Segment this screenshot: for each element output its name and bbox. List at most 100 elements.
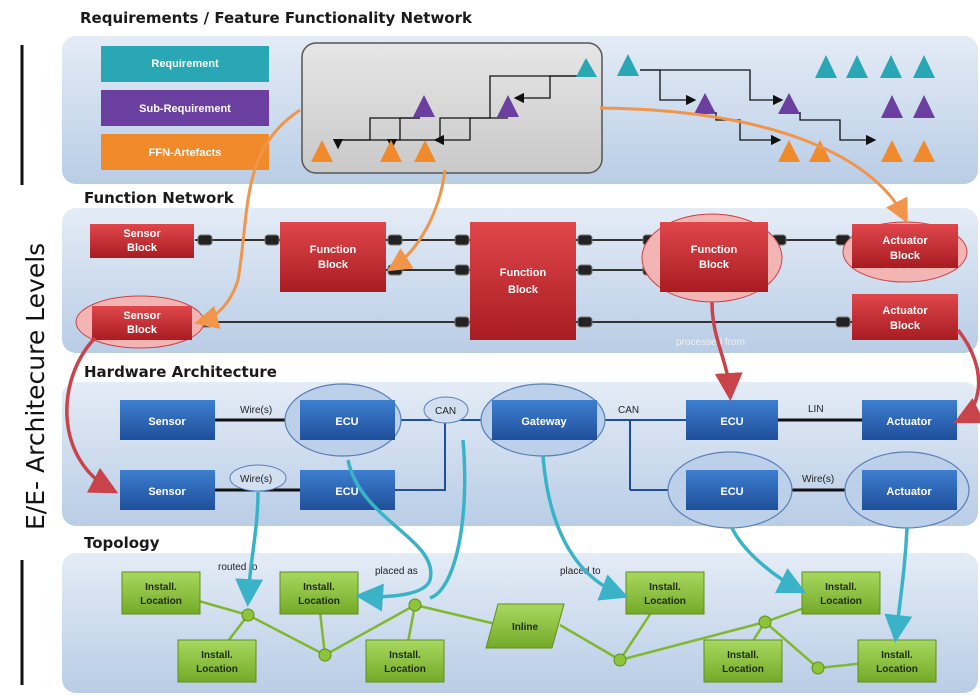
sub-requirement-triangle	[413, 95, 435, 117]
install-location-5: Install. Location	[625, 571, 705, 615]
svg-text:Block: Block	[699, 259, 730, 271]
legend-ffn-artefacts-label: FFN-Artefacts	[149, 147, 222, 159]
ffn-triangle	[809, 140, 831, 162]
requirement-triangle	[815, 55, 837, 78]
svg-text:Block: Block	[508, 284, 539, 296]
processed-from-label: processed from	[676, 337, 745, 348]
hw-ecu-4: ECU	[686, 470, 778, 510]
svg-text:Block: Block	[127, 324, 158, 336]
ffn-triangle	[380, 140, 402, 162]
svg-text:Actuator: Actuator	[882, 305, 928, 317]
install-location-6: Install. Location	[801, 571, 881, 615]
svg-text:Function: Function	[310, 244, 357, 256]
svg-text:Install.: Install.	[303, 582, 335, 593]
red-mapping-arrows	[65, 301, 980, 494]
can-label-bubble	[423, 396, 469, 424]
svg-text:Location: Location	[722, 664, 764, 675]
svg-text:Function: Function	[691, 244, 738, 256]
svg-text:Sensor: Sensor	[123, 228, 161, 240]
ffn-triangle	[311, 140, 333, 162]
hw-ecu-3: ECU	[686, 400, 778, 440]
ffn-triangle	[778, 140, 800, 162]
wires-label-2: Wire(s)	[240, 474, 272, 485]
requirement-triangle	[846, 55, 868, 78]
hw-ecu-2: ECU	[300, 470, 395, 510]
ffn-triangle	[881, 140, 903, 162]
level-title-requirements: Requirements / Feature Functionality Net…	[80, 9, 473, 27]
ffn-triangle	[414, 140, 436, 162]
orange-mapping-arrows	[194, 106, 908, 329]
requirement-triangle	[880, 55, 902, 78]
svg-text:Install.: Install.	[389, 650, 421, 661]
svg-text:Actuator: Actuator	[886, 486, 932, 498]
sub-requirement-triangle	[694, 93, 716, 114]
requirement-triangle	[576, 58, 597, 77]
svg-text:Block: Block	[890, 250, 921, 262]
install-location-1: Install. Location	[121, 571, 201, 615]
requirement-triangle	[617, 54, 639, 76]
can-label-1: CAN	[435, 406, 456, 417]
lin-label: LIN	[808, 404, 824, 415]
svg-text:Block: Block	[318, 259, 349, 271]
requirement-tree-connectors	[332, 75, 580, 150]
svg-text:Block: Block	[127, 242, 158, 254]
install-location-3: Install. Location	[177, 639, 257, 683]
svg-text:ECU: ECU	[335, 486, 358, 498]
svg-text:Install.: Install.	[825, 582, 857, 593]
svg-text:Install.: Install.	[201, 650, 233, 661]
legend-requirement	[101, 46, 269, 82]
actuator-block-top: Actuator Block	[852, 224, 958, 268]
routed-to-label: routed to	[218, 562, 258, 573]
svg-text:Block: Block	[890, 320, 921, 332]
function-block-3: Function Block	[660, 222, 768, 292]
install-location-4: Install. Location	[365, 639, 445, 683]
svg-text:Install.: Install.	[649, 582, 681, 593]
wires-label-bubble	[229, 464, 287, 492]
sensor-block-bottom: Sensor Block	[92, 306, 192, 340]
legend-sub-requirement	[101, 90, 269, 126]
actuator-block-bottom: Actuator Block	[852, 294, 958, 340]
svg-text:Location: Location	[298, 596, 340, 607]
level-title-topology: Topology	[84, 534, 160, 552]
svg-text:ECU: ECU	[720, 486, 743, 498]
install-location-2: Install. Location	[279, 571, 359, 615]
svg-text:ECU: ECU	[720, 416, 743, 428]
topology-nodes	[241, 598, 825, 675]
legend-sub-requirement-label: Sub-Requirement	[139, 103, 231, 115]
hw-sensor-1: Sensor	[120, 400, 215, 440]
svg-text:Actuator: Actuator	[882, 235, 928, 247]
svg-text:Gateway: Gateway	[521, 416, 567, 428]
sub-requirement-triangle	[778, 93, 800, 114]
hw-ecu-1: ECU	[300, 400, 395, 440]
function-block-1: Function Block	[280, 222, 386, 292]
install-location-7: Install. Location	[703, 639, 783, 683]
requirement-triangle	[913, 55, 935, 78]
svg-text:Function: Function	[500, 267, 547, 279]
sub-requirement-triangle	[913, 95, 935, 118]
svg-text:Inline: Inline	[512, 622, 539, 633]
sub-requirement-triangle	[497, 95, 519, 117]
svg-text:Location: Location	[644, 596, 686, 607]
hw-actuator-2: Actuator	[862, 470, 957, 510]
svg-text:Install.: Install.	[727, 650, 759, 661]
ffn-triangle	[913, 140, 935, 162]
can-label-2: CAN	[618, 405, 639, 416]
svg-text:Location: Location	[820, 596, 862, 607]
wires-label-3: Wire(s)	[802, 474, 834, 485]
placed-as-label: placed as	[375, 566, 418, 577]
level-title-hardware: Hardware Architecture	[84, 363, 277, 381]
install-location-8: Install. Location	[857, 639, 937, 683]
svg-text:Location: Location	[384, 664, 426, 675]
function-block-2: Function Block	[470, 222, 576, 340]
svg-text:Install.: Install.	[145, 582, 177, 593]
sensor-block-top: Sensor Block	[90, 224, 194, 258]
hw-gateway: Gateway	[492, 400, 597, 440]
legend-ffn-artefacts	[101, 134, 269, 170]
svg-text:Sensor: Sensor	[148, 416, 186, 428]
legend-requirement-label: Requirement	[151, 58, 219, 70]
svg-text:Install.: Install.	[881, 650, 913, 661]
hw-sensor-2: Sensor	[120, 470, 215, 510]
cyan-mapping-arrows	[235, 439, 913, 643]
side-title: E/E- Architecure Levels	[21, 243, 50, 530]
